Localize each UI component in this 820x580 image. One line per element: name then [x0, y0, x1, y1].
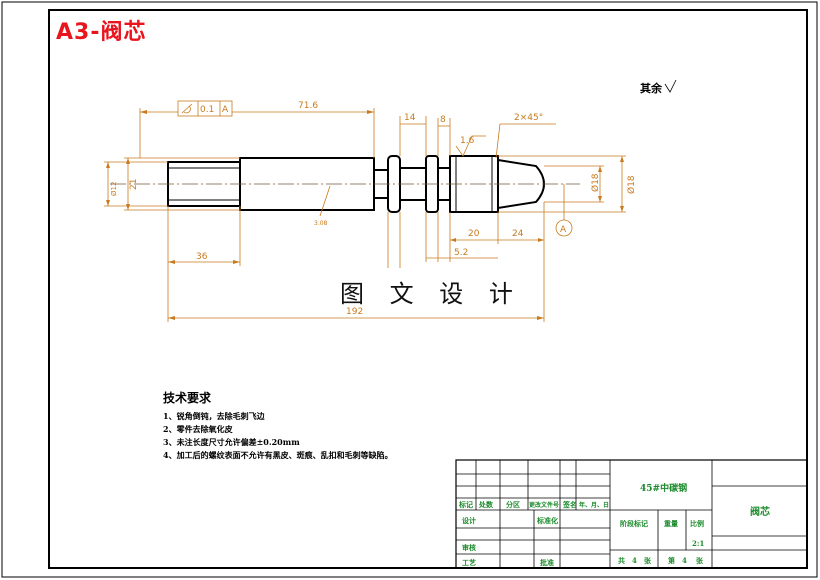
tb-label-zone: 分区	[506, 500, 520, 509]
dimension-lines	[104, 108, 626, 322]
datum-label: A	[560, 225, 567, 235]
title-block-text: 45#中碳钢 阀芯 标记 处数 分区 更改文件号 签名 年、月、日 设计 标准化…	[458, 482, 770, 567]
watermark-text: 图 文 设 计	[340, 280, 522, 308]
drawing-title: A3-阀芯	[56, 20, 147, 45]
dim-24: 24	[512, 229, 524, 239]
dim-71-6: 71.6	[298, 101, 318, 111]
dim-5-2: 5.2	[454, 248, 468, 258]
tb-label-design: 设计	[462, 516, 476, 525]
dim-20: 20	[468, 229, 480, 239]
tb-label-process: 工艺	[462, 558, 476, 567]
dim-8: 8	[440, 115, 446, 125]
title-block	[455, 459, 808, 569]
dim-phi-21: 21	[129, 179, 139, 190]
tolerance-datum: A	[222, 105, 229, 115]
dim-14: 14	[404, 113, 416, 123]
tb-part-name: 阀芯	[750, 505, 770, 518]
dim-phi-18: Ø18	[590, 173, 601, 192]
requirement-item: 4、加工后的螺纹表面不允许有黑皮、斑痕、乱扣和毛刺等缺陷。	[163, 450, 393, 460]
tb-label-mark: 标记	[458, 500, 473, 509]
cylindricity-icon	[181, 103, 193, 114]
tolerance-frame: 0.1 A	[177, 100, 233, 117]
tb-label-count: 处数	[478, 500, 494, 509]
dim-roughness-1-6: 1.6	[460, 136, 475, 146]
tb-label-review: 审核	[462, 543, 476, 552]
tb-label-stage-mark: 阶段标记	[620, 519, 648, 528]
roughness-note: 其余	[640, 82, 662, 95]
technical-requirements: 技术要求 1、锐角倒钝，去除毛刺飞边 2、零件去除氧化皮 3、未注长度尺寸允许偏…	[163, 389, 393, 462]
roughness-symbol-icon	[664, 79, 677, 93]
tb-label-total: 共	[618, 556, 625, 565]
tb-label-change-doc: 更改文件号	[529, 501, 559, 509]
dim-chamfer: 2×45°	[514, 113, 543, 123]
requirement-item: 2、零件去除氧化皮	[163, 424, 233, 434]
technical-requirements-title: 技术要求	[163, 391, 212, 405]
tb-label-sheet-no: 第	[668, 556, 675, 565]
dim-phi-18-outer: Ø18	[626, 175, 637, 194]
dimension-arrows	[106, 110, 624, 320]
tb-label-approve: 批准	[540, 558, 554, 567]
tb-label-sheets: 张	[644, 556, 652, 565]
tb-label-sign: 签名	[562, 500, 577, 509]
dim-36: 36	[196, 252, 208, 262]
requirement-item: 1、锐角倒钝，去除毛刺飞边	[163, 411, 265, 421]
tolerance-value: 0.1	[200, 105, 214, 115]
tb-label-weight: 重量	[664, 519, 678, 528]
dim-192: 192	[346, 307, 363, 317]
datum-circle	[555, 219, 573, 237]
tb-scale-value: 2:1	[692, 539, 704, 548]
tb-total-sheets: 4	[632, 556, 637, 565]
tb-label-date: 年、月、日	[579, 501, 609, 509]
dim-roughness-3-08: 3.08	[314, 220, 328, 227]
tb-label-standardize: 标准化	[536, 516, 558, 525]
tb-sheet-number: 4	[682, 556, 687, 565]
requirement-item: 3、未注长度尺寸允许偏差±0.20mm	[163, 437, 300, 447]
tb-material: 45#中碳钢	[640, 482, 687, 494]
dim-phi-12: Ø12	[110, 182, 118, 196]
inner-border	[48, 9, 808, 569]
tb-label-scale: 比例	[690, 519, 704, 528]
tb-label-sheet-unit: 张	[696, 556, 704, 565]
